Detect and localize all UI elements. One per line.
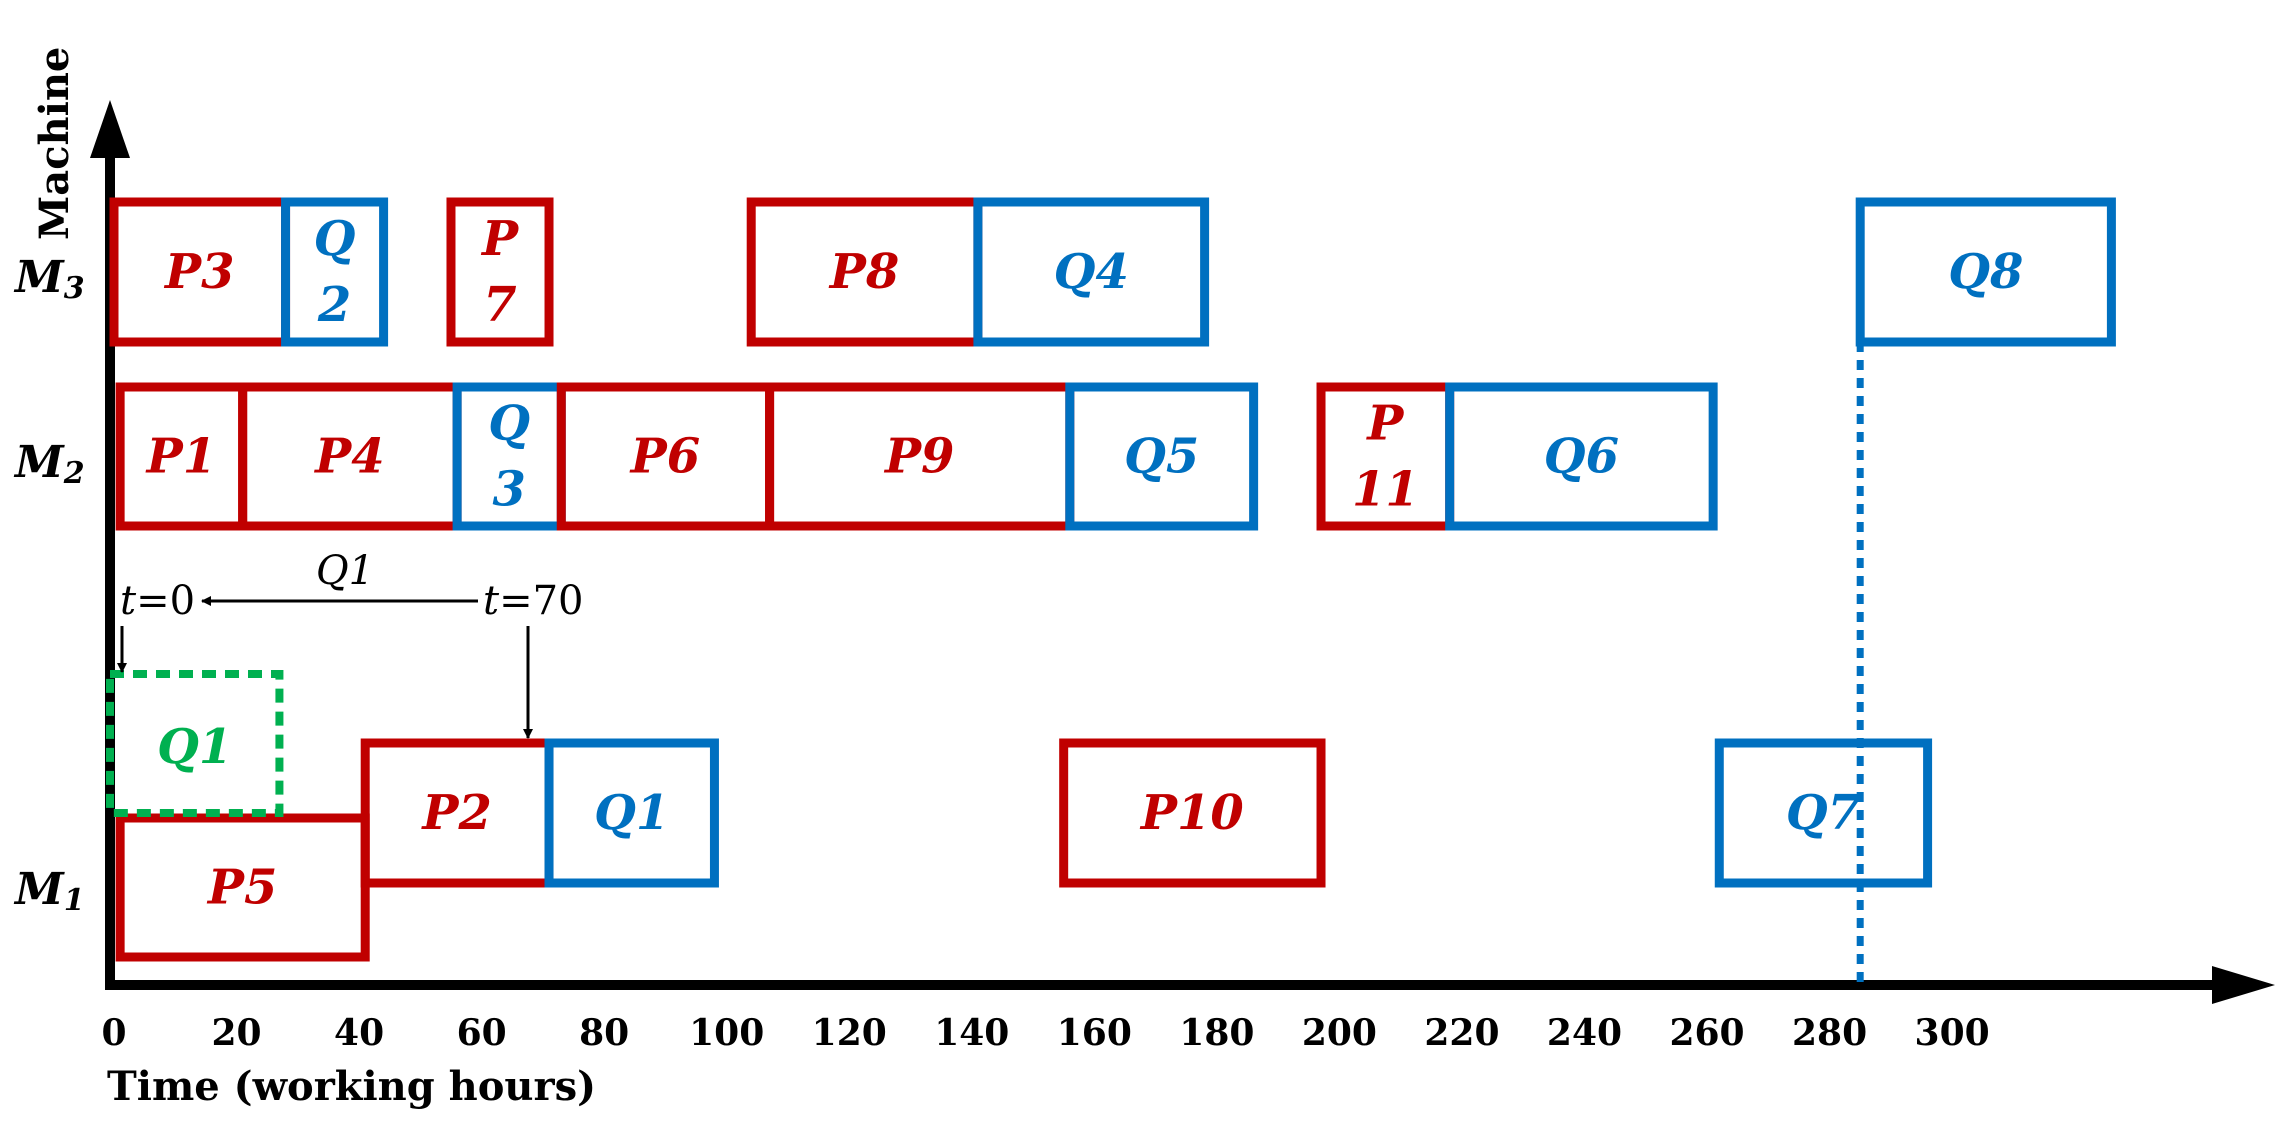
task-q1-m1b: Q1 <box>544 738 719 888</box>
task-label: P3 <box>163 244 235 300</box>
task-p2-m1b: P2 <box>360 738 554 888</box>
task-p1-m2: P1 <box>115 382 248 531</box>
task-label: P6 <box>629 429 701 485</box>
task-label: 7 <box>483 277 516 333</box>
task-bar <box>446 197 554 347</box>
task-label: Q7 <box>1786 785 1861 841</box>
task-label: 2 <box>317 277 351 333</box>
task-bar <box>1855 197 2116 347</box>
y-axis-title: Machine <box>31 47 78 240</box>
task-label: P <box>1365 396 1405 452</box>
x-tick-40: 40 <box>334 1012 384 1054</box>
x-tick-240: 240 <box>1547 1012 1622 1054</box>
task-label: P1 <box>145 429 217 485</box>
shift-label: Q1 <box>316 548 374 594</box>
task-p8-m3: P8 <box>746 197 983 347</box>
task-p7-m3: P7 <box>446 197 554 347</box>
task-bar <box>544 738 719 888</box>
x-tick-200: 200 <box>1302 1012 1377 1054</box>
x-tick-120: 120 <box>812 1012 887 1054</box>
machine-label-m3: M3 <box>13 252 85 306</box>
planned-task-label: Q1 <box>157 719 232 775</box>
task-label: Q1 <box>594 785 669 841</box>
task-bar <box>973 197 1210 347</box>
task-bar <box>1714 738 1933 888</box>
task-label: Q4 <box>1054 244 1129 300</box>
task-label: P10 <box>1139 785 1244 841</box>
task-p10-m1b: P10 <box>1059 738 1326 888</box>
task-q3-m2: Q3 <box>452 382 566 531</box>
x-tick-140: 140 <box>934 1012 1009 1054</box>
planned-task-bar <box>106 670 284 817</box>
task-label: Q8 <box>1948 244 2023 300</box>
task-label: P <box>480 211 520 267</box>
x-tick-220: 220 <box>1424 1012 1499 1054</box>
task-q6-m2: Q6 <box>1445 382 1718 531</box>
task-bar <box>281 197 389 347</box>
x-tick-80: 80 <box>579 1012 629 1054</box>
planned-task: Q1 <box>106 670 284 817</box>
task-label: Q5 <box>1124 429 1199 485</box>
x-tick-280: 280 <box>1792 1012 1867 1054</box>
y-axis-arrow <box>90 100 130 158</box>
x-tick-labels: 0 20 40 60 80 100 120 140 160 180 200 220 240 260 280 3… <box>101 1012 1989 1054</box>
x-axis-arrow <box>2212 966 2275 1004</box>
annotations: t=0 t=70 Q1 <box>117 548 584 739</box>
task-label: Q <box>314 211 356 267</box>
task-label: P2 <box>420 785 492 841</box>
task-label: 3 <box>492 462 525 518</box>
machine-label-m2: M2 <box>13 437 85 491</box>
x-tick-300: 300 <box>1915 1012 1990 1054</box>
task-label: Q <box>488 396 530 452</box>
task-p3-m3: P3 <box>109 197 291 347</box>
task-label: P5 <box>206 860 278 916</box>
task-q4-m3: Q4 <box>973 197 1210 347</box>
task-p11-m2: P 11 <box>1316 382 1455 531</box>
x-tick-100: 100 <box>689 1012 764 1054</box>
t70-label: t=70 <box>483 578 584 624</box>
task-p6-m2: P6 <box>556 382 775 531</box>
t0-label: t=0 <box>120 578 195 624</box>
task-q5-m2: Q5 <box>1065 382 1259 531</box>
task-p4-m2: P4 <box>238 382 462 531</box>
task-bar <box>1059 738 1326 888</box>
task-p9-m2: P9 <box>765 382 1075 531</box>
task-label: P9 <box>883 429 955 485</box>
x-tick-260: 260 <box>1669 1012 1744 1054</box>
x-tick-0: 0 <box>101 1012 126 1054</box>
machine-label-m1: M1 <box>13 864 85 918</box>
x-axis-title: Time (working hours) <box>107 1063 596 1110</box>
task-q8-m3: Q8 <box>1855 197 2116 347</box>
machine-labels: M1 M2 M3 <box>13 252 85 918</box>
task-label: Q6 <box>1544 429 1619 485</box>
x-tick-20: 20 <box>211 1012 261 1054</box>
task-bar <box>1445 382 1718 531</box>
task-q7-m1b: Q7 <box>1714 738 1933 888</box>
task-p5-m1: P5 <box>115 813 370 962</box>
task-bar <box>1065 382 1259 531</box>
task-label: P4 <box>313 429 385 485</box>
x-tick-60: 60 <box>457 1012 507 1054</box>
task-label: 11 <box>1352 462 1419 518</box>
task-label: P8 <box>828 244 900 300</box>
x-tick-180: 180 <box>1179 1012 1254 1054</box>
x-tick-160: 160 <box>1057 1012 1132 1054</box>
task-q2-m3: Q2 <box>281 197 389 347</box>
